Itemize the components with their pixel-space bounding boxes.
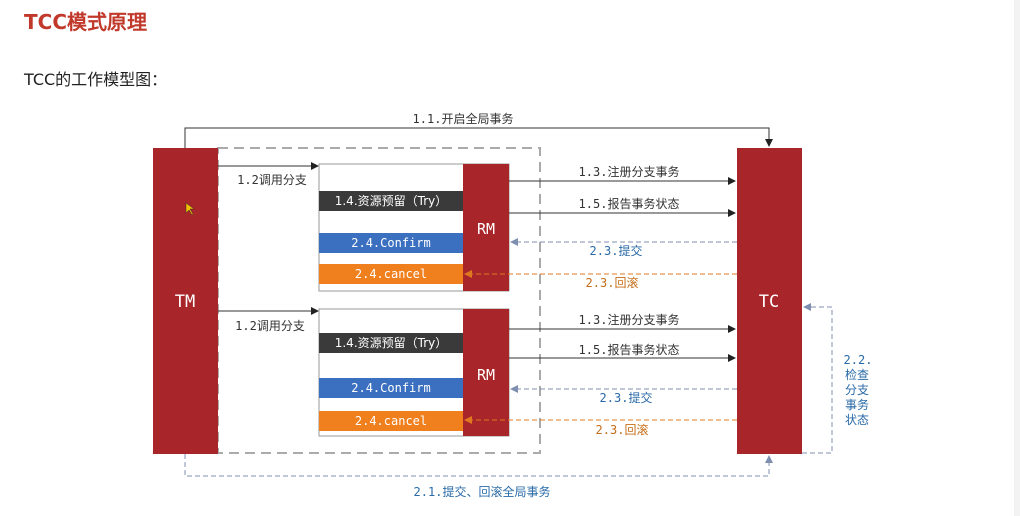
global-end-label: 2.1.提交、回滚全局事务 — [414, 484, 551, 499]
report-label: 1.5.报告事务状态 — [579, 196, 680, 211]
check-status-line-1: 2.2. — [844, 353, 873, 367]
rollback-label: 2.3.回滚 — [586, 275, 639, 290]
cancel-box — [319, 264, 463, 284]
cancel-label: 2.4.cancel — [355, 414, 427, 428]
check-status-line-2: 检查 — [845, 367, 869, 382]
global-start-arrow — [184, 127, 773, 148]
check-status-arrow — [802, 303, 833, 454]
cursor-icon — [185, 202, 195, 216]
global-end-arrow — [184, 454, 773, 477]
confirm-label: 2.4.Confirm — [351, 236, 430, 250]
page-title: TCC模式原理 — [24, 10, 147, 34]
rm-label: RM — [477, 366, 495, 384]
confirm-box — [319, 378, 463, 398]
commit-label: 2.3.提交 — [600, 390, 653, 405]
commit-label: 2.3.提交 — [590, 243, 643, 258]
branch-2: 1.2调用分支 RM 1.4.资源预留（Try） 2.4.Confirm 2.4… — [218, 307, 737, 437]
call-branch-label: 1.2调用分支 — [237, 173, 307, 187]
try-label: 1.4.资源预留（Try） — [335, 194, 448, 208]
tm-label: TM — [175, 292, 195, 312]
rm-block — [463, 309, 509, 436]
cancel-label: 2.4.cancel — [355, 267, 427, 281]
rm-block — [463, 164, 509, 291]
try-label: 1.4.资源预留（Try） — [335, 336, 448, 350]
check-status-line-4: 事务 — [845, 397, 869, 412]
rm-label: RM — [477, 220, 495, 238]
check-status-line-5: 状态 — [845, 413, 869, 427]
check-status-line-3: 分支 — [845, 383, 869, 397]
confirm-label: 2.4.Confirm — [351, 381, 430, 395]
global-start-label: 1.1.开启全局事务 — [413, 111, 514, 126]
branch-group-boundary — [217, 147, 541, 454]
try-box — [319, 333, 463, 353]
call-branch-label: 1.2调用分支 — [235, 319, 305, 333]
scrollbar[interactable] — [1014, 0, 1020, 516]
diagram-caption: TCC的工作模型图： — [24, 70, 168, 89]
branch-1: 1.2调用分支 RM 1.4.资源预留（Try） 2.4.Confirm 2.4… — [218, 162, 737, 292]
tm-block — [153, 148, 218, 454]
report-label: 1.5.报告事务状态 — [579, 342, 680, 357]
register-label: 1.3.注册分支事务 — [579, 312, 680, 327]
tc-block — [737, 148, 802, 454]
cancel-box — [319, 411, 463, 431]
register-label: 1.3.注册分支事务 — [579, 164, 680, 179]
rollback-label: 2.3.回滚 — [596, 422, 649, 437]
confirm-box — [319, 233, 463, 253]
tc-label: TC — [759, 292, 779, 312]
try-box — [319, 191, 463, 211]
